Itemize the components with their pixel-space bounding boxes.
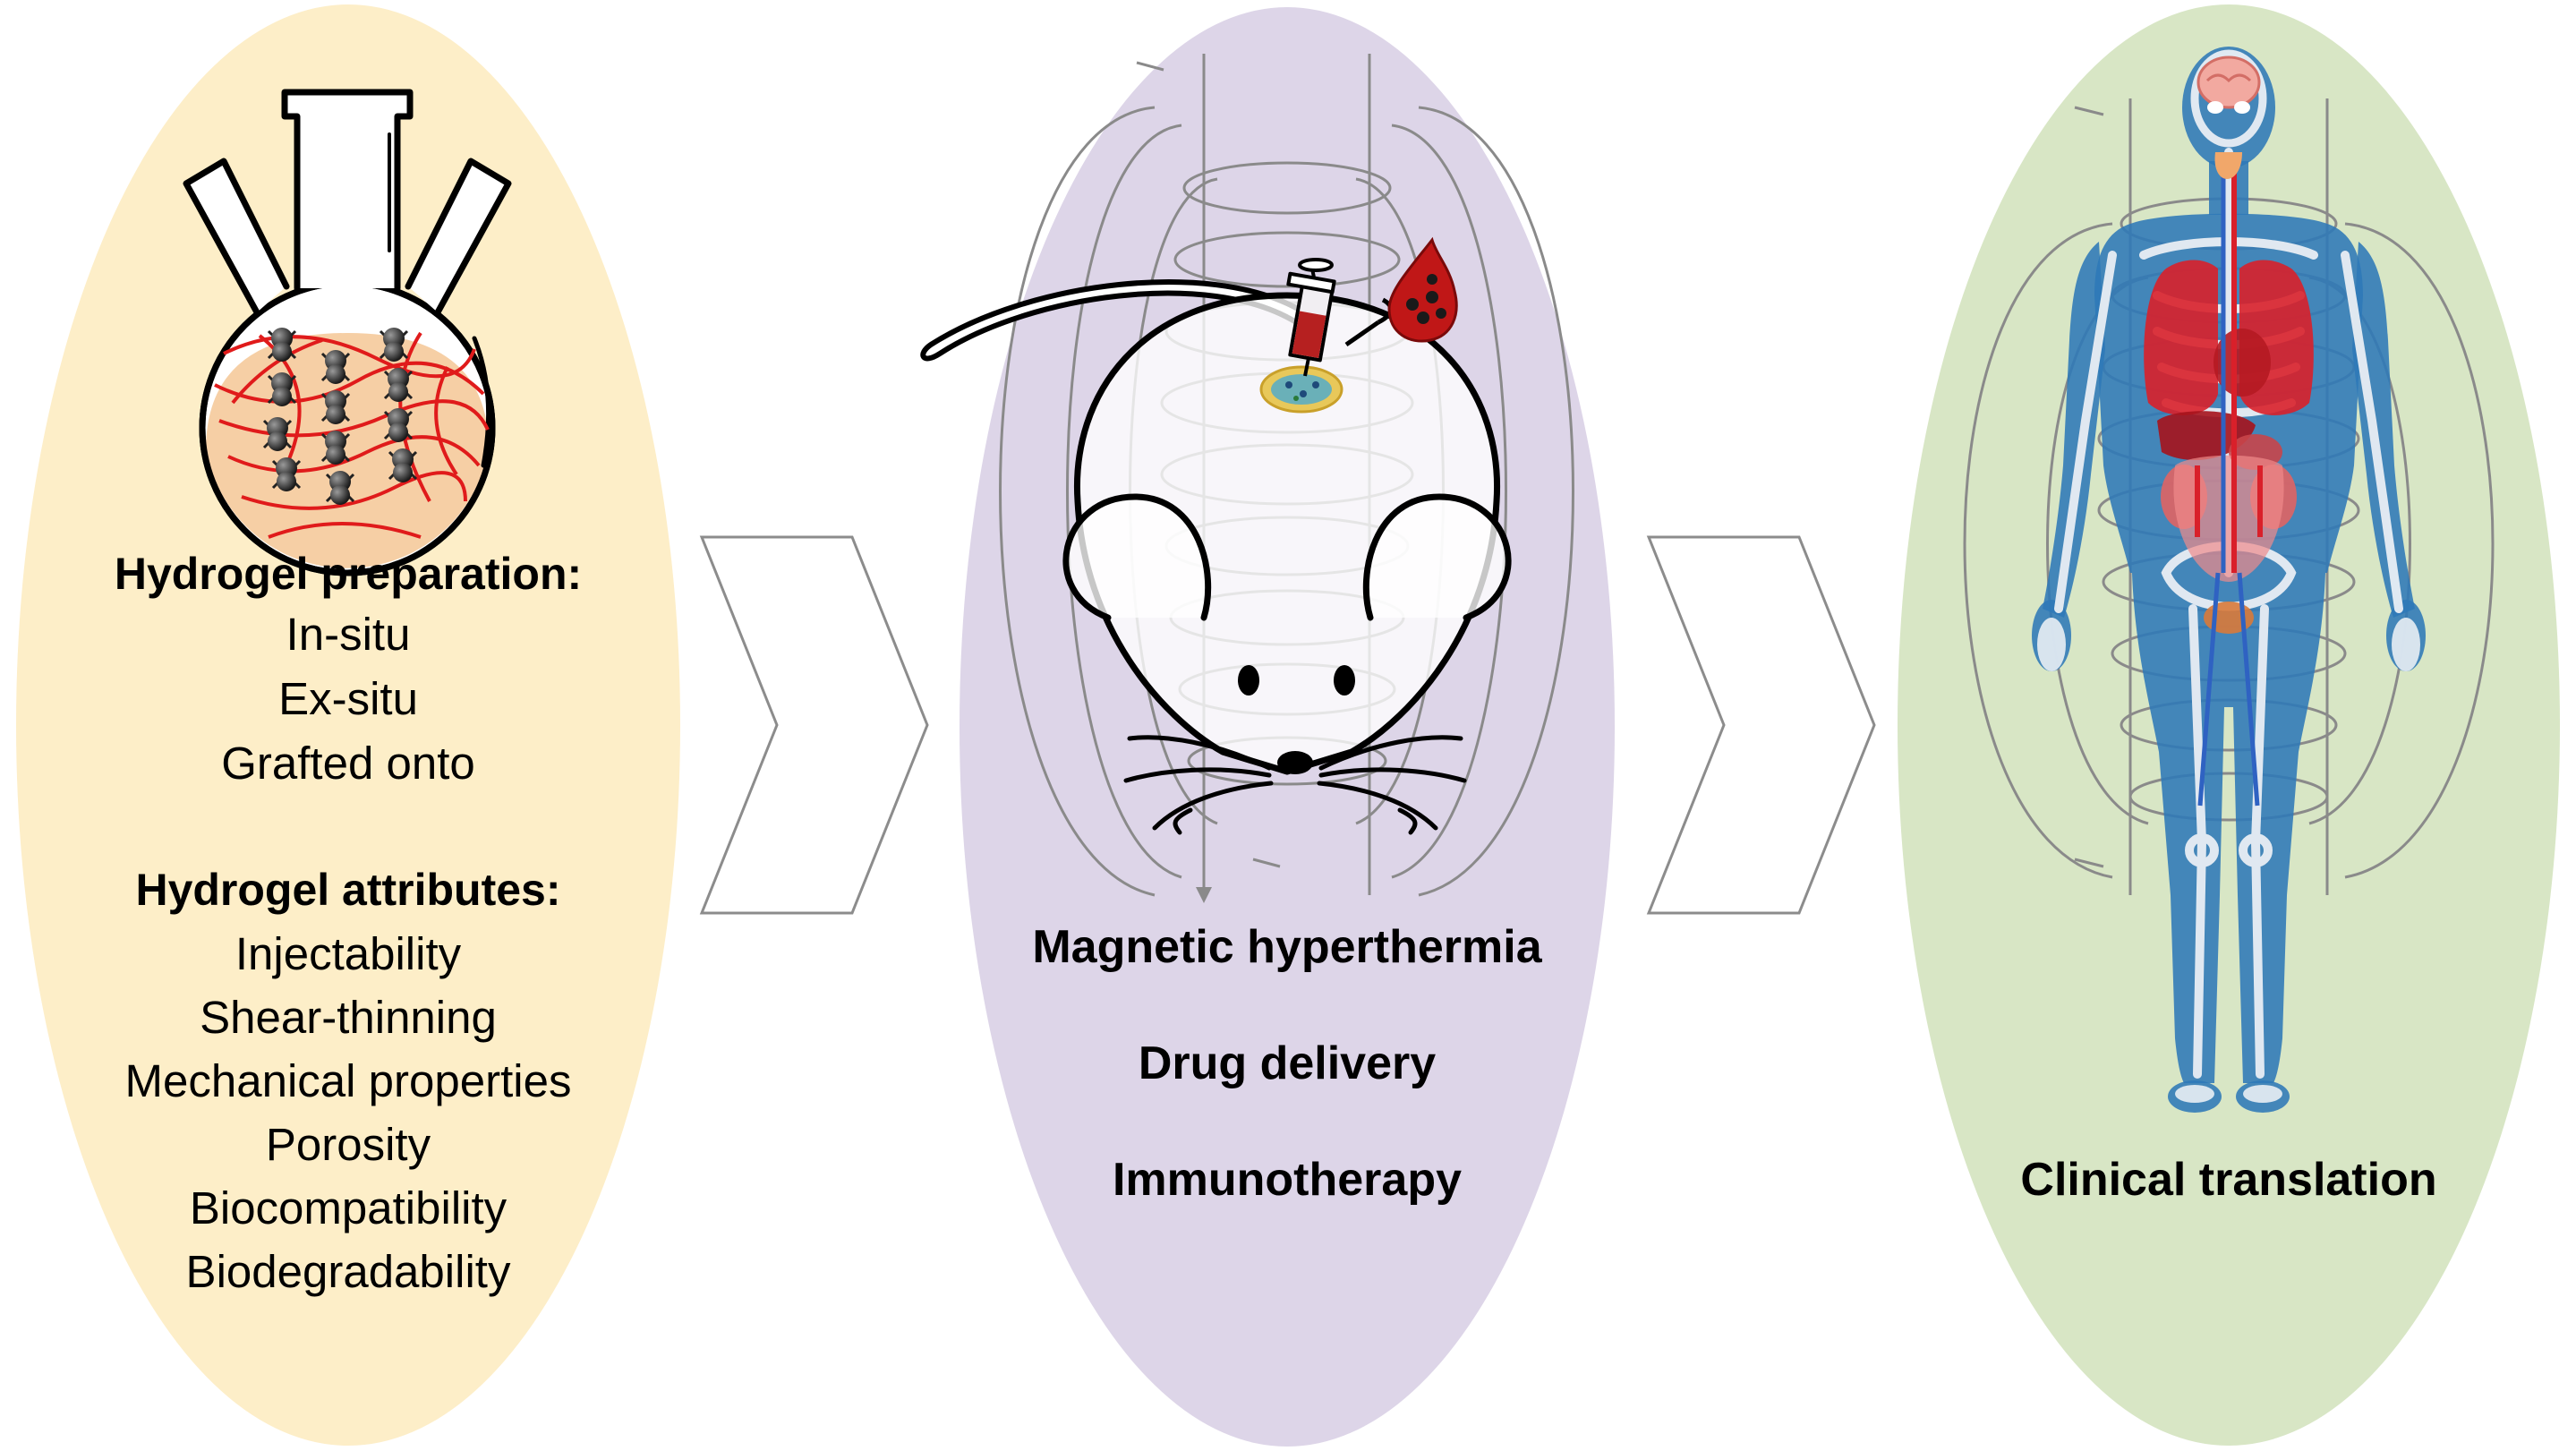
chevron-arrow-2-icon [1646,535,1876,915]
attribute-item-mechanical-properties: Mechanical properties [124,1055,572,1106]
chevron-arrow-1-icon [699,535,929,915]
attribute-item-porosity: Porosity [265,1119,431,1170]
label-clinical-translation: Clinical translation [2020,1154,2437,1206]
preparation-item-in-situ: In-situ [286,609,411,660]
heading-hydrogel-attributes: Hydrogel attributes: [135,865,561,915]
blood-drop-icon [1344,236,1458,347]
application-magnetic-hyperthermia: Magnetic hyperthermia [1032,921,1542,973]
preparation-item-ex-situ: Ex-situ [278,673,418,724]
human-anatomy-icon [2032,47,2426,1113]
heading-hydrogel-preparation: Hydrogel preparation: [114,549,583,599]
attribute-item-injectability: Injectability [235,928,462,979]
attribute-item-biocompatibility: Biocompatibility [189,1182,508,1233]
attribute-item-biodegradability: Biodegradability [185,1246,511,1297]
hydrogel-implant-icon [1259,365,1343,414]
mouse-icon [920,279,1512,835]
application-drug-delivery: Drug delivery [1138,1037,1437,1089]
right-panel-ellipse [1898,4,2560,1446]
syringe-icon [1286,258,1336,377]
polymer-strands [214,331,490,539]
attribute-item-shear-thinning: Shear-thinning [200,992,497,1043]
application-immunotherapy: Immunotherapy [1112,1154,1463,1206]
left-panel-ellipse [16,4,680,1446]
nanoparticle-crosslinks [262,328,418,505]
preparation-item-grafted-onto: Grafted onto [221,738,475,789]
